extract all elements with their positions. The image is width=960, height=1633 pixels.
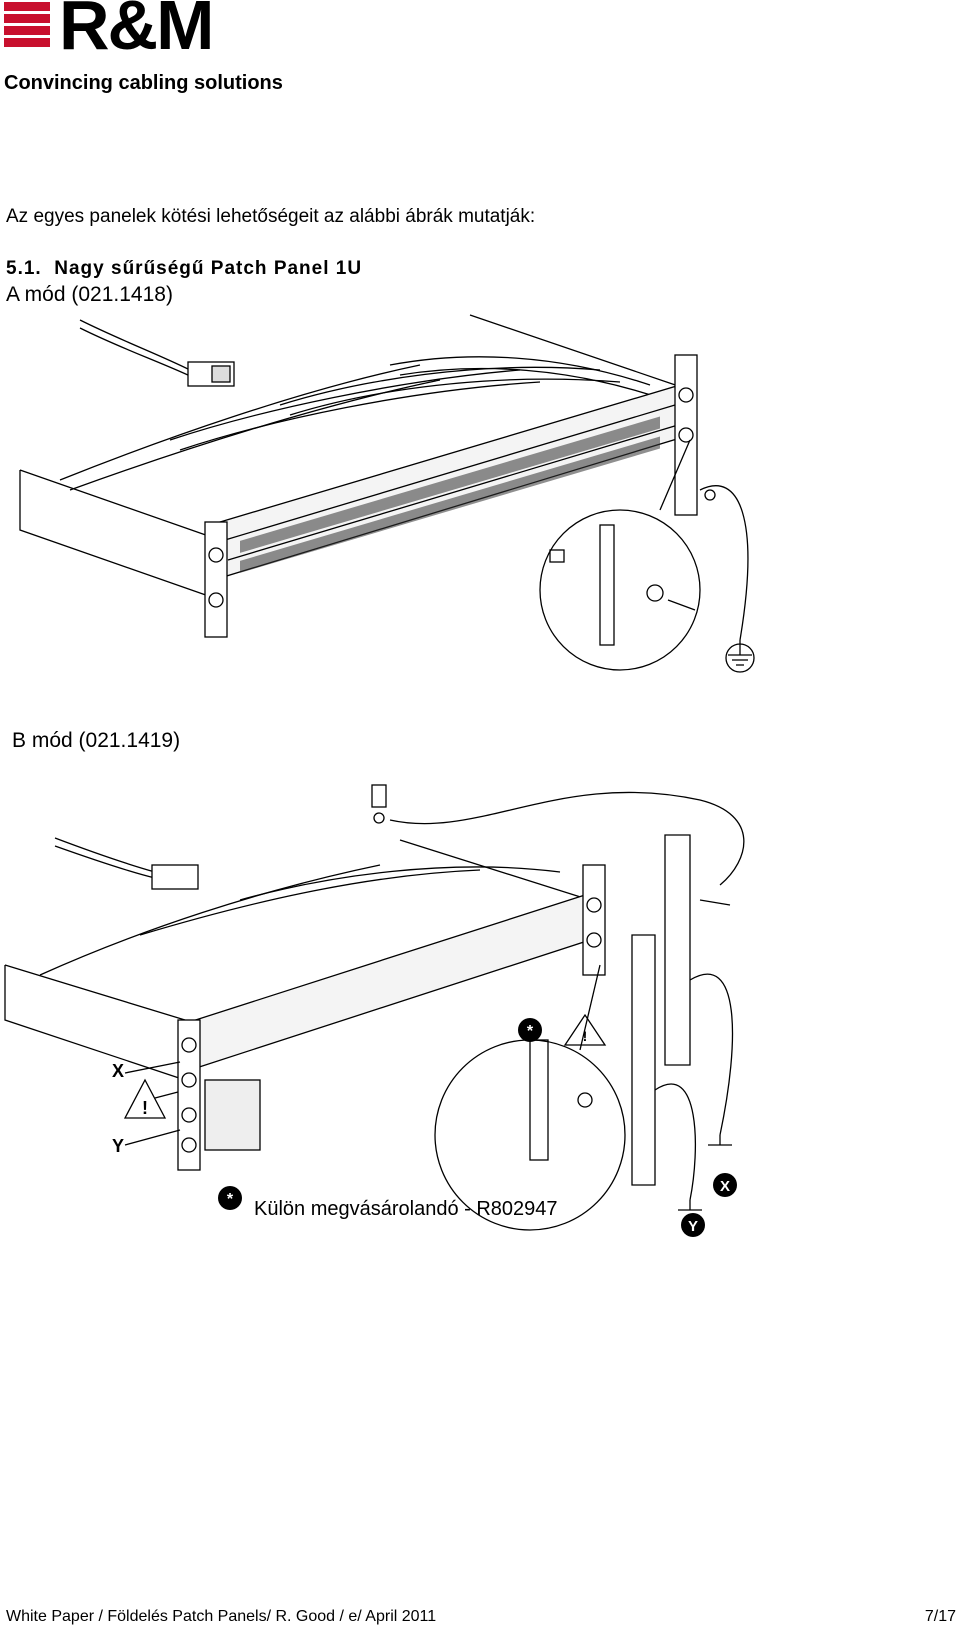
figure-mode-b: * * X Y X Y ! ! xyxy=(4,784,745,1237)
y-badge: Y xyxy=(688,1218,698,1235)
logo-bars xyxy=(4,2,50,50)
mode-a-label: A mód (021.1418) xyxy=(6,283,173,306)
section-title: Nagy sűrűségű Patch Panel 1U xyxy=(54,258,363,279)
x-badge: X xyxy=(720,1178,730,1195)
figure-mode-a xyxy=(19,314,755,673)
label-x: X xyxy=(112,1061,124,1081)
mode-b-label: B mód (021.1419) xyxy=(12,729,181,752)
brand-tagline: Convincing cabling solutions xyxy=(4,72,283,94)
section-heading: 5.1. Nagy sűrűségű Patch Panel 1U xyxy=(6,258,362,280)
footer-text: White Paper / Földelés Patch Panels/ R. … xyxy=(6,1608,437,1625)
section-number: 5.1. xyxy=(6,258,42,279)
logo-text: R&M xyxy=(59,0,214,64)
intro-text: Az egyes panelek kötési lehetőségeit az … xyxy=(6,206,536,227)
page-number: 7/17 xyxy=(924,1608,956,1625)
brand-logo: R&M Convincing cabling solutions xyxy=(4,0,304,100)
figure-note: Külön megvásárolandó - R802947 xyxy=(254,1198,558,1220)
svg-text:!: ! xyxy=(583,1028,588,1044)
label-y: Y xyxy=(112,1136,124,1156)
star-badge-note: * xyxy=(227,1191,234,1208)
svg-text:!: ! xyxy=(142,1098,148,1118)
star-badge-top: * xyxy=(527,1023,534,1040)
